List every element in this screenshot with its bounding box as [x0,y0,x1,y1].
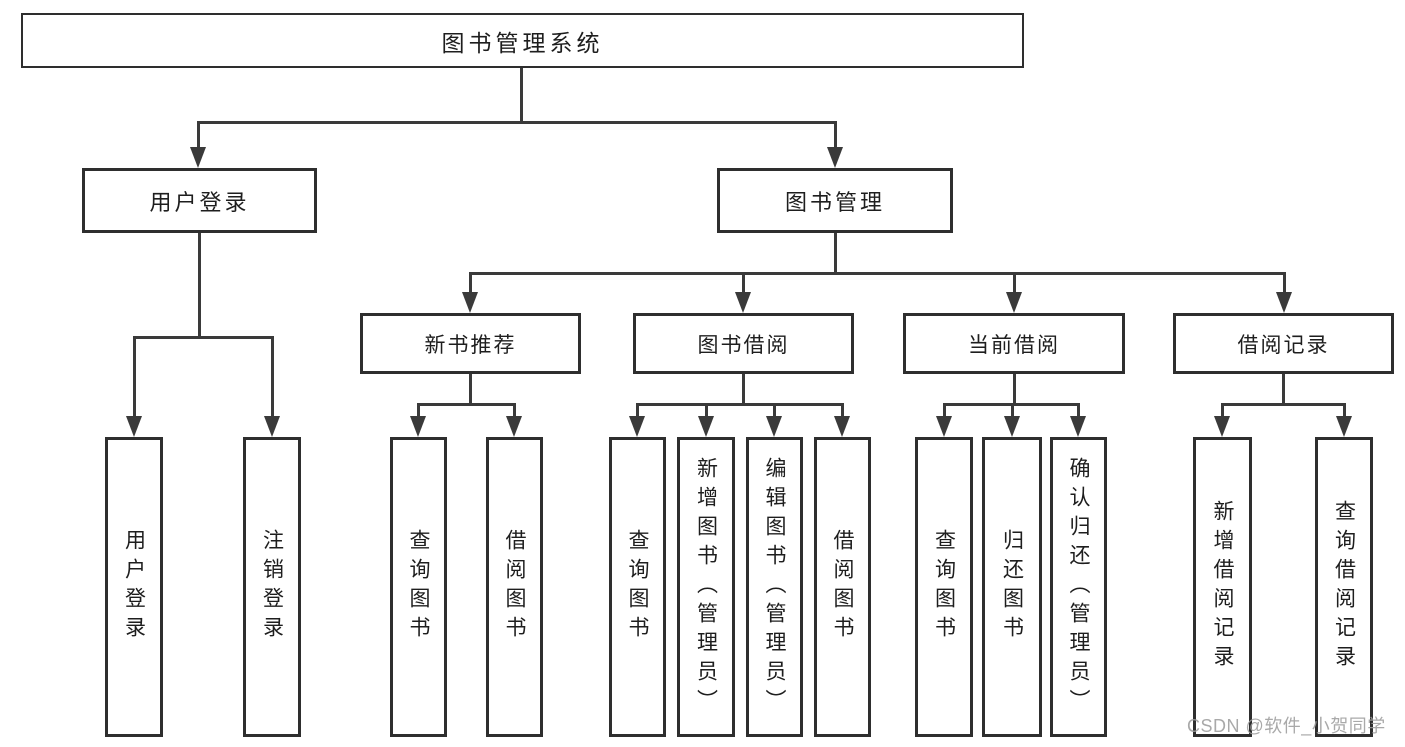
arrow-down-icon [735,292,751,313]
leaf-label: 借阅图书 [503,529,526,645]
arrow-down-icon [126,416,142,437]
connector-to-recommend [469,272,472,295]
connector-to-leaf [133,336,136,419]
connector-records-branch [1221,403,1346,406]
leaf-label: 借阅图书 [831,529,854,645]
connector-login-branch [133,336,274,339]
connector-to-records [1283,272,1286,295]
node-book-management: 图书管理 [717,168,953,233]
leaf-return-book: 归还图书 [982,437,1042,737]
leaf-query-books-current: 查询图书 [915,437,973,737]
connector-to-leaf [1077,403,1080,418]
leaf-label: 查询图书 [932,529,956,645]
leaf-edit-book-admin: 编辑图书（管理员） [746,437,803,737]
node-new-book-recommendation: 新书推荐 [360,313,581,374]
connector-to-leaf [513,403,516,418]
connector-to-current [1013,272,1016,295]
connector-to-user-login [197,121,200,149]
leaf-label: 新增借阅记录 [1211,500,1234,674]
connector-to-leaf [841,403,844,418]
connector-borrow-stem [742,374,745,406]
arrow-down-icon [1004,416,1020,437]
arrow-down-icon [698,416,714,437]
connector-records-stem [1282,374,1285,406]
arrow-down-icon [506,416,522,437]
connector-to-book-management [834,121,837,149]
connector-recommend-stem [469,374,472,406]
connector-root-stem [520,66,523,124]
node-borrowing-records: 借阅记录 [1173,313,1394,374]
node-book-management-label: 图书管理 [784,189,885,215]
connector-manage-branch [469,272,1286,275]
leaf-label: 查询图书 [626,529,649,645]
arrow-down-icon [1006,292,1022,313]
arrow-down-icon [827,147,843,168]
node-current-borrowing: 当前借阅 [903,313,1125,374]
node-library-system: 图书管理系统 [21,13,1024,68]
leaf-borrow-books-borrow: 借阅图书 [814,437,871,737]
leaf-confirm-return-admin: 确认归还（管理员） [1050,437,1107,737]
connector-to-leaf [1221,403,1224,418]
leaf-user-login: 用户登录 [105,437,163,737]
leaf-add-book-admin: 新增图书（管理员） [677,437,735,737]
connector-to-leaf [271,336,274,419]
arrow-down-icon [1070,416,1086,437]
connector-to-leaf [417,403,420,418]
leaf-label: 查询图书 [407,529,430,645]
connector-current-stem [1013,374,1016,406]
node-user-login-label: 用户登录 [149,189,250,215]
connector-to-leaf [1011,403,1014,418]
leaf-logout: 注销登录 [243,437,301,737]
arrow-down-icon [936,416,952,437]
arrow-down-icon [766,416,782,437]
arrow-down-icon [834,416,850,437]
arrow-down-icon [629,416,645,437]
leaf-label: 用户登录 [122,529,146,645]
arrow-down-icon [1276,292,1292,313]
leaf-label: 编辑图书（管理员） [763,456,786,718]
leaf-label: 归还图书 [1000,529,1024,645]
leaf-label: 查询借阅记录 [1332,500,1356,674]
watermark: CSDN @软件_小贺同学 [1187,716,1386,736]
leaf-query-borrow-record: 查询借阅记录 [1315,437,1373,737]
node-current-borrowing-label: 当前借阅 [968,333,1060,357]
node-user-login: 用户登录 [82,168,317,233]
arrow-down-icon [1336,416,1352,437]
connector-login-stem [198,233,201,339]
leaf-add-borrow-record: 新增借阅记录 [1193,437,1252,737]
node-library-system-label: 图书管理系统 [441,29,604,56]
leaf-borrow-books-recommend: 借阅图书 [486,437,543,737]
leaf-query-books-borrow: 查询图书 [609,437,666,737]
leaf-label: 新增图书（管理员） [694,456,718,718]
arrow-down-icon [410,416,426,437]
connector-borrow-branch [636,403,844,406]
connector-recommend-branch [417,403,516,406]
connector-to-leaf [705,403,708,418]
connector-to-borrow [742,272,745,295]
node-new-book-recommendation-label: 新书推荐 [424,333,517,357]
connector-root-branch [197,121,837,124]
leaf-label: 注销登录 [260,529,284,645]
leaf-query-books-recommend: 查询图书 [390,437,447,737]
arrow-down-icon [1214,416,1230,437]
connector-to-leaf [943,403,946,418]
connector-to-leaf [1343,403,1346,418]
connector-to-leaf [636,403,639,418]
leaf-label: 确认归还（管理员） [1067,456,1090,718]
arrow-down-icon [264,416,280,437]
arrow-down-icon [462,292,478,313]
connector-to-leaf [773,403,776,418]
node-borrowing-records-label: 借阅记录 [1237,333,1330,357]
arrow-down-icon [190,147,206,168]
node-book-borrowing-label: 图书借阅 [697,333,790,357]
node-book-borrowing: 图书借阅 [633,313,854,374]
connector-manage-stem [834,233,837,275]
